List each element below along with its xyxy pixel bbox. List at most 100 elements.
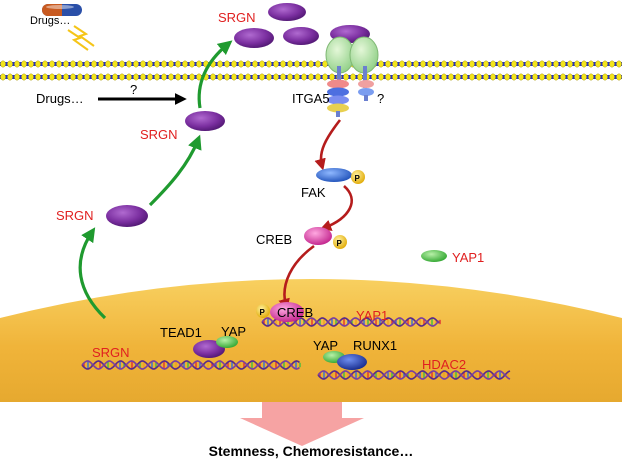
membrane-bead	[231, 73, 237, 81]
dna-backbone	[81, 360, 300, 370]
membrane-bead	[175, 60, 181, 68]
membrane-bead	[357, 73, 363, 81]
membrane-bead	[259, 60, 265, 68]
membrane-bead	[434, 73, 440, 81]
membrane-bead	[322, 73, 328, 81]
membrane-bead	[210, 73, 216, 81]
membrane-bead	[602, 60, 608, 68]
membrane-bead	[252, 60, 258, 68]
membrane-bead	[133, 73, 139, 81]
membrane-bead	[147, 60, 153, 68]
membrane-bead	[70, 60, 76, 68]
membrane-bead	[455, 60, 461, 68]
membrane-bead	[392, 60, 398, 68]
membrane-bead	[252, 73, 258, 81]
membrane-bead	[413, 60, 419, 68]
membrane-bead	[574, 73, 580, 81]
membrane-bead	[238, 60, 244, 68]
membrane-bead	[7, 60, 13, 68]
membrane-bead	[483, 60, 489, 68]
membrane-bead	[224, 60, 230, 68]
drug-capsule-icon	[42, 4, 82, 16]
membrane-bead	[462, 73, 468, 81]
srgn-upper-label: SRGN	[140, 127, 178, 142]
membrane-bead	[0, 73, 6, 81]
membrane-bead	[567, 60, 573, 68]
runx1-protein	[337, 354, 367, 370]
phospho-creb-label: P	[337, 239, 343, 248]
arrow-question-label: ?	[130, 82, 137, 97]
membrane-bead	[294, 60, 300, 68]
membrane-bead	[315, 60, 321, 68]
creb-protein-nuc	[270, 302, 304, 322]
membrane-bead	[91, 73, 97, 81]
membrane-bead	[140, 73, 146, 81]
creb-protein-cyto	[304, 227, 332, 245]
membrane-bead	[560, 60, 566, 68]
membrane-bead	[532, 73, 538, 81]
membrane-bead	[539, 60, 545, 68]
membrane-bead	[518, 73, 524, 81]
membrane-bead	[98, 73, 104, 81]
yap1-cyto-label: YAP1	[452, 250, 484, 265]
membrane-bead	[490, 60, 496, 68]
membrane-bead	[294, 73, 300, 81]
membrane-bead	[84, 73, 90, 81]
membrane-bead	[77, 73, 83, 81]
runx1-label: RUNX1	[353, 338, 397, 353]
membrane-bead	[63, 73, 69, 81]
membrane-bead	[287, 73, 293, 81]
membrane-bead	[0, 60, 6, 68]
membrane-bead	[574, 60, 580, 68]
membrane-bead	[280, 60, 286, 68]
membrane-bead	[28, 73, 34, 81]
membrane-bead	[609, 73, 615, 81]
membrane-bead	[343, 73, 349, 81]
srgn-protein-top-2	[268, 3, 306, 21]
membrane-bead	[609, 60, 615, 68]
membrane-bead	[616, 73, 622, 81]
yap1-dna-label: YAP1	[356, 308, 388, 323]
membrane-bead	[595, 60, 601, 68]
membrane-bead	[378, 73, 384, 81]
membrane-bead	[91, 60, 97, 68]
membrane-bead	[189, 60, 195, 68]
membrane-bead	[112, 73, 118, 81]
membrane-bead	[525, 73, 531, 81]
yap1-protein-cyto	[421, 250, 447, 262]
hdac2-label: HDAC2	[422, 357, 466, 372]
membrane-bead	[385, 73, 391, 81]
membrane-bead	[553, 73, 559, 81]
membrane-bead	[525, 60, 531, 68]
membrane-bead	[245, 73, 251, 81]
membrane-bead	[427, 60, 433, 68]
membrane-bead	[329, 73, 335, 81]
membrane-bead	[595, 73, 601, 81]
membrane-bead	[140, 60, 146, 68]
membrane-bead	[161, 60, 167, 68]
membrane-bead	[287, 60, 293, 68]
membrane-bead	[196, 60, 202, 68]
itga5-receptor	[325, 36, 379, 117]
outcome-label: Stemness, Chemoresistance…	[209, 443, 414, 459]
membrane-bead	[448, 60, 454, 68]
membrane-bead	[105, 60, 111, 68]
membrane-bead	[539, 73, 545, 81]
itga5-label: ITGA5	[292, 91, 330, 106]
dna-strands	[81, 317, 511, 380]
membrane-bead	[308, 60, 314, 68]
creb-nuc-label: CREB	[277, 305, 313, 320]
membrane-bead	[371, 73, 377, 81]
membrane-bead	[238, 73, 244, 81]
membrane-bead	[420, 60, 426, 68]
yap-runx-label: YAP	[313, 338, 338, 353]
membrane-bead	[504, 73, 510, 81]
membrane-bead	[35, 60, 41, 68]
membrane-bead	[497, 60, 503, 68]
membrane-bead	[280, 73, 286, 81]
membrane-bead	[161, 73, 167, 81]
srgn-protein-top-3	[283, 27, 319, 45]
creb-cyto-label: CREB	[256, 232, 292, 247]
membrane-bead	[35, 73, 41, 81]
